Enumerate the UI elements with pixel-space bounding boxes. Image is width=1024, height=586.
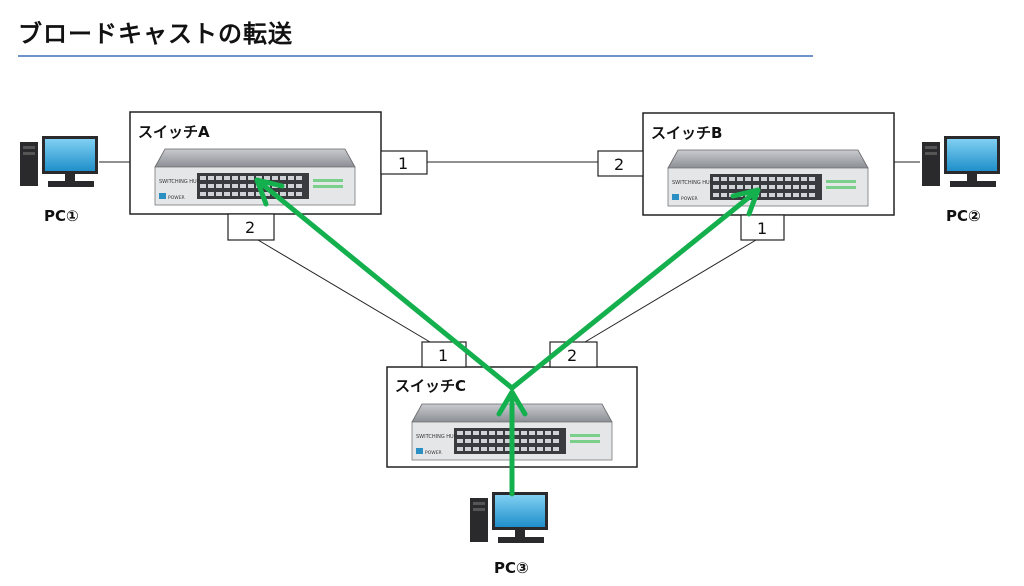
switch-b-port1: 1 (757, 219, 767, 238)
pc-icon (922, 136, 1000, 187)
switch-a-power-text: POWER (168, 195, 185, 201)
switch-c-power-text: POWER (425, 450, 442, 456)
page-title: ブロードキャストの転送 (18, 20, 293, 48)
broadcast-arrow-to-b (509, 187, 761, 391)
switch-a-port1: 1 (398, 154, 408, 173)
switch-a-port2-box (227, 213, 275, 241)
switch-b-label: スイッチB (651, 124, 722, 142)
switch-c-label: スイッチC (395, 377, 466, 395)
link-a-c (257, 239, 431, 343)
switch-b-power-text: POWER (681, 196, 698, 202)
pc1-label: PC① (44, 207, 79, 225)
switch-a-model-text: SWITCHING HUB (159, 179, 201, 185)
pc2-label: PC② (946, 207, 981, 225)
broadcast-arrow-to-a (254, 177, 515, 391)
switch-c-port1: 1 (438, 346, 448, 365)
switch-b-model-text: SWITCHING HUB (672, 180, 714, 186)
switch-c-model-text: SWITCHING HUB (416, 434, 458, 440)
title-underline (18, 55, 813, 57)
switching-hub-icon (154, 148, 356, 206)
switch-a-port2: 2 (245, 218, 255, 237)
broadcast-arrow-to-c (496, 389, 528, 497)
switch-b-port2-box (597, 150, 644, 177)
pc3-label: PC③ (494, 559, 529, 577)
switch-a-label: スイッチA (138, 123, 210, 141)
switch-b-port2: 2 (614, 155, 624, 174)
link-b-c (584, 239, 757, 343)
switching-hub-icon (667, 149, 869, 207)
pc-icon (20, 136, 98, 187)
switch-c-port2: 2 (567, 346, 577, 365)
pc-icon (470, 492, 548, 543)
switch-b-port1-box (740, 214, 785, 241)
switch-a-port1-box (380, 150, 428, 175)
